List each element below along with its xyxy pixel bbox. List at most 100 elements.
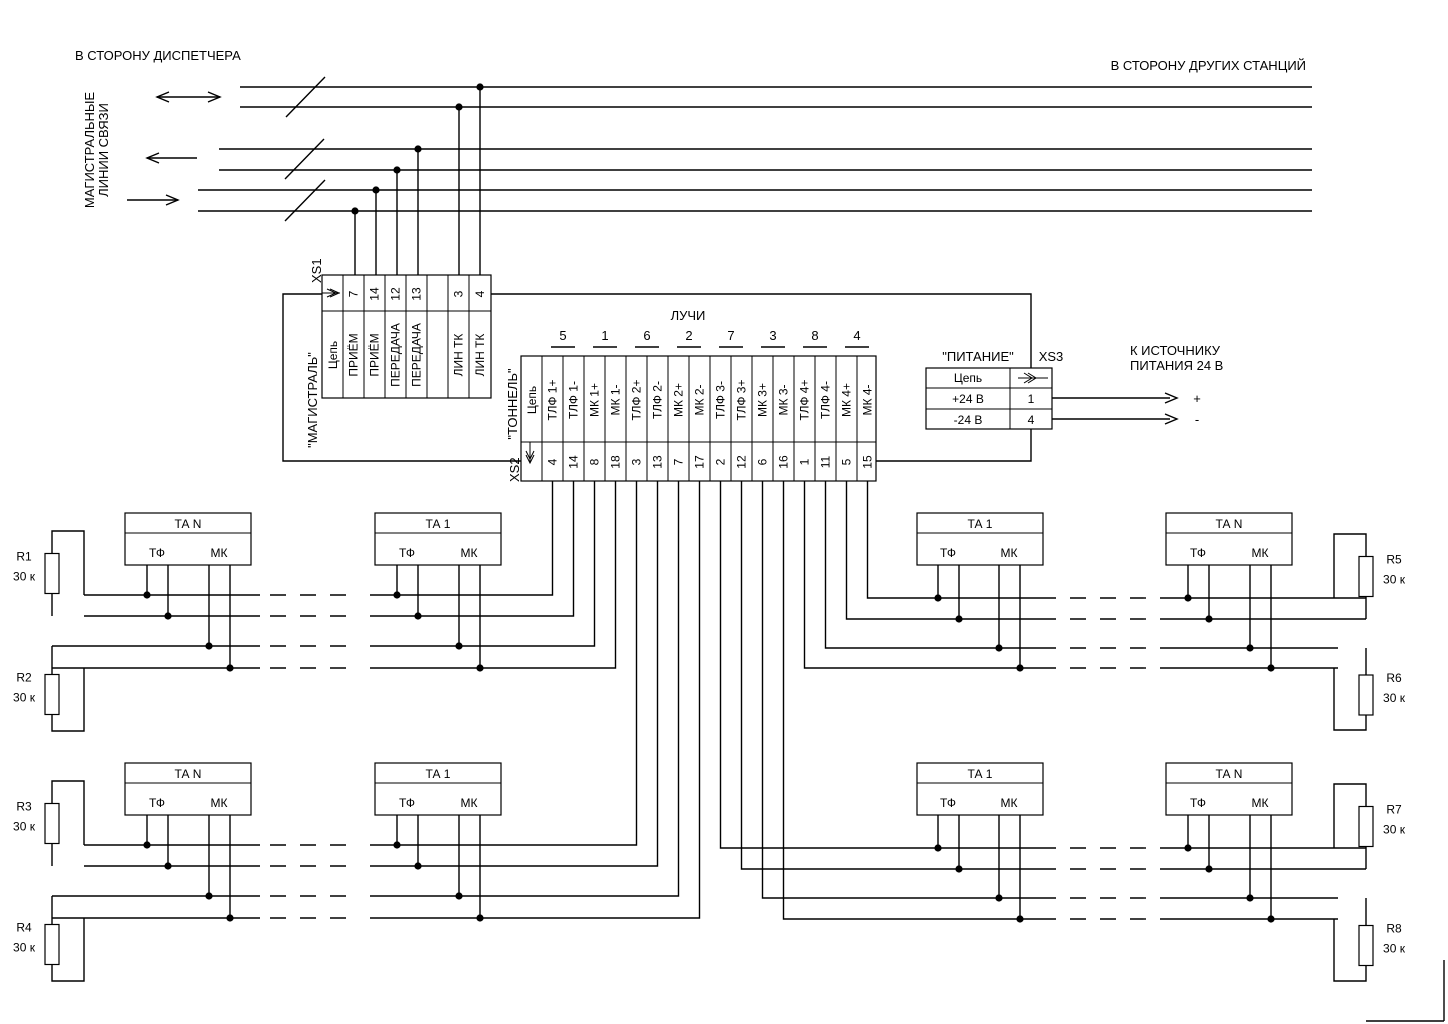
connector-plug-icon: [329, 288, 341, 298]
xs1-pin-signal: ЛИН ТК: [473, 334, 487, 377]
minus-label: -: [1195, 412, 1199, 427]
xs2-pin-signal: МК 1+: [588, 383, 602, 417]
resistor: [1358, 924, 1374, 967]
phone-unit-mk: МК: [211, 546, 228, 560]
phone-unit-tf: ТФ: [1190, 796, 1206, 810]
xs2-title: "ТОННЕЛЬ": [505, 368, 520, 440]
phone-unit-mk: МК: [1252, 796, 1269, 810]
junction-dot: [455, 642, 463, 650]
xs2-pin-number: 11: [819, 455, 833, 468]
phone-unit-box: [916, 512, 1044, 566]
resistor-ref: R6: [1386, 671, 1402, 685]
phone-unit-mk: МК: [1252, 546, 1269, 560]
bundle-slash: [285, 76, 326, 118]
phone-unit-name: ТА 1: [968, 517, 993, 531]
junction-dot: [205, 642, 213, 650]
phone-unit-tf: ТФ: [149, 796, 165, 810]
junction-dot: [1205, 615, 1213, 623]
xs2-pin-number: 13: [651, 455, 665, 469]
xs2-pin-number: 7: [672, 458, 686, 465]
wire: [370, 481, 596, 647]
xs2-pin-signal: МК 3+: [756, 383, 770, 417]
xs2-pin-number: 14: [567, 455, 581, 469]
resistor-value: 30 к: [13, 941, 36, 955]
resistor: [44, 802, 60, 845]
xs2-pin-signal: МК 3-: [777, 385, 791, 416]
resistor-ref: R5: [1386, 553, 1402, 567]
phone-unit-box: [124, 762, 252, 816]
wire: [370, 481, 554, 596]
xs1-pin-signal: ЛИН ТК: [452, 334, 466, 377]
resistor-ref: R2: [16, 671, 32, 685]
arrow-head-right: [1164, 392, 1179, 404]
xs1-pin-signal: ПРИЁМ: [368, 333, 382, 376]
wire: [845, 481, 1056, 620]
xs1-pin-number: 4: [473, 290, 487, 297]
xs2-pin-signal: ТЛФ 2-: [651, 381, 665, 419]
resistor-ref: R8: [1386, 922, 1402, 936]
junction-dot: [995, 644, 1003, 652]
wire: [490, 293, 1032, 368]
phone-unit-box: [374, 512, 502, 566]
rays-label: ЛУЧИ: [671, 308, 706, 323]
xs2-pin-signal: МК 4-: [861, 385, 875, 416]
xs2-pin-signal: МК 2+: [672, 383, 686, 417]
connectors: [321, 274, 1053, 482]
junction-dot: [143, 841, 151, 849]
resistor: [44, 552, 60, 595]
junction-dot: [955, 615, 963, 623]
wire: [370, 481, 575, 617]
ray-number: 6: [643, 328, 650, 343]
junction-dot: [995, 894, 1003, 902]
labels: XS1"МАГИСТРАЛЬ"Цепь7ПРИЁМ14ПРИЁМ12ПЕРЕДА…: [13, 48, 1406, 956]
trunk-lines-label: ЛИНИИ СВЯЗИ: [96, 103, 111, 197]
wire: [803, 481, 1056, 669]
xs2-pin-number: 8: [588, 458, 602, 465]
junction-dot: [1184, 594, 1192, 602]
junction-dot: [414, 862, 422, 870]
trunk-lines-label: МАГИСТРАЛЬНЫЕ: [82, 92, 97, 208]
junction-dot: [393, 841, 401, 849]
resistor-value: 30 к: [1383, 573, 1406, 587]
phone-unit-tf: ТФ: [399, 546, 415, 560]
xs2-pin-number: 6: [756, 458, 770, 465]
xs2-pin-number: 4: [546, 458, 560, 465]
xs3-circuit: -24 В: [954, 413, 983, 427]
phone-unit-name: ТА 1: [426, 767, 451, 781]
junction-dot: [1184, 844, 1192, 852]
phone-unit-box: [374, 762, 502, 816]
xs1-pin-number: 14: [368, 287, 382, 301]
wire: [282, 293, 521, 462]
phone-unit-mk: МК: [211, 796, 228, 810]
phone-unit-mk: МК: [1001, 796, 1018, 810]
phone-unit-mk: МК: [1001, 546, 1018, 560]
wire: [370, 481, 617, 669]
arrow-head-left: [155, 91, 170, 103]
resistor-value: 30 к: [13, 570, 36, 584]
wire: [719, 481, 1056, 849]
resistor: [1358, 555, 1374, 598]
junction-dot: [1016, 664, 1024, 672]
xs2-pin-number: 17: [693, 455, 707, 469]
xs3-header: Цепь: [954, 371, 982, 385]
phone-unit-name: ТА N: [175, 517, 202, 531]
xs1-pin-number: 12: [389, 287, 403, 301]
ray-number: 3: [769, 328, 776, 343]
resistor-value: 30 к: [13, 691, 36, 705]
phone-unit-mk: МК: [461, 796, 478, 810]
ray-number: 5: [559, 328, 566, 343]
junction-dot: [934, 594, 942, 602]
phone-unit-tf: ТФ: [940, 546, 956, 560]
junction-dot: [414, 145, 422, 153]
xs2-pin-signal: ТЛФ 3-: [714, 381, 728, 419]
junction-dot: [1267, 915, 1275, 923]
power-source-label: ПИТАНИЯ 24 В: [1130, 358, 1223, 373]
xs2-pin-signal: МК 1-: [609, 385, 623, 416]
junction-dot: [226, 914, 234, 922]
xs2-pin-signal: ТЛФ 4+: [798, 380, 812, 421]
xs2-ref: XS2: [507, 457, 522, 482]
xs3-circuit: +24 В: [952, 392, 984, 406]
wire: [824, 481, 1056, 649]
arrow-head-right: [1164, 413, 1179, 425]
wire: [866, 481, 1056, 599]
